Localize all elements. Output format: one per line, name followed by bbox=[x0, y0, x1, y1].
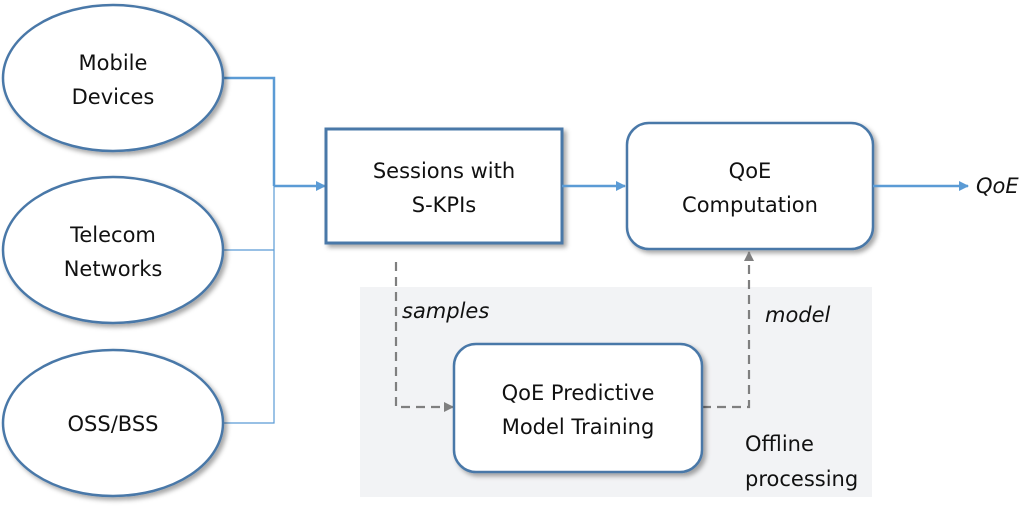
offline-label-line2: processing bbox=[745, 467, 858, 491]
mobile-label-line2: Devices bbox=[72, 85, 155, 109]
training-label-line2: Model Training bbox=[502, 415, 655, 439]
model-label: model bbox=[765, 303, 831, 327]
qoe-label-line1: QoE bbox=[729, 159, 772, 183]
oss-label: OSS/BSS bbox=[68, 412, 159, 436]
source-connectors bbox=[223, 76, 326, 424]
qoe-computation-box: QoE Computation bbox=[625, 121, 875, 251]
source-oss-bss: OSS/BSS bbox=[1, 348, 225, 498]
qoe-output-label: QoE bbox=[976, 174, 1019, 198]
training-label-line1: QoE Predictive bbox=[502, 381, 655, 405]
sessions-label-line1: Sessions with bbox=[373, 159, 515, 183]
telecom-label-line2: Networks bbox=[64, 257, 163, 281]
qoe-label-line2: Computation bbox=[682, 193, 818, 217]
samples-label: samples bbox=[402, 299, 489, 323]
mobile-label-line1: Mobile bbox=[79, 51, 148, 75]
oss-connector bbox=[223, 186, 275, 424]
samples-dashed-arrow bbox=[394, 262, 454, 412]
sessions-label-line2: S-KPIs bbox=[412, 193, 476, 217]
source-telecom-networks: Telecom Networks bbox=[1, 175, 225, 325]
sessions-with-skpis-box: Sessions with S-KPIs bbox=[324, 127, 564, 245]
telecom-label-line1: Telecom bbox=[69, 223, 156, 247]
model-dashed-arrow bbox=[702, 251, 754, 409]
qoe-predictive-model-training-box: QoE Predictive Model Training bbox=[452, 342, 704, 474]
mobile-connector bbox=[223, 76, 276, 186]
source-mobile-devices: Mobile Devices bbox=[1, 3, 225, 153]
offline-label-line1: Offline bbox=[745, 432, 814, 456]
